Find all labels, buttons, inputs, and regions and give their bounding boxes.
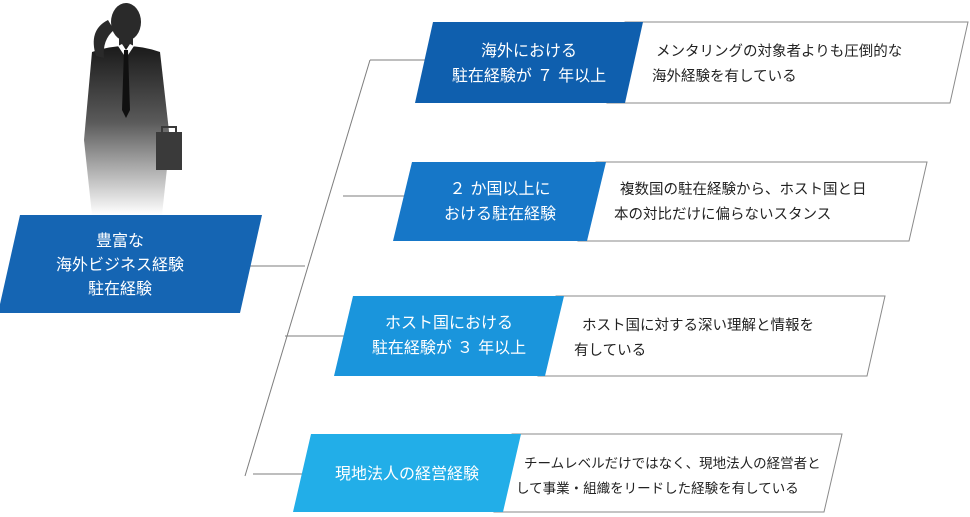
description-box-2 [577,161,928,242]
label-2-line-1: ２ か国以上に [449,179,550,198]
label-box-4 [293,434,521,512]
experience-item-3: ホスト国における 駐在経験が ３ 年以上 ホスト国に対する深い理解と情報を 有し… [334,295,886,377]
label-box-1 [415,22,643,103]
businessman-illustration [84,3,182,215]
root-line-2: 海外ビジネス経験 [56,255,184,274]
description-box-1 [606,21,969,104]
label-3-line-1: ホスト国における [385,313,513,332]
description-1-line-2: 海外経験を有している [652,68,797,85]
label-1-line-2: 駐在経験が ７ 年以上 [452,66,606,85]
description-3-line-2: 有している [574,342,646,359]
label-box-2 [393,162,606,241]
root-node: 豊富な 海外ビジネス経験 駐在経験 [0,215,262,313]
description-1-line-1: メンタリングの対象者よりも圧倒的な [656,43,902,60]
experience-item-4: 現地法人の経営経験 チームレベルだけではなく、現地法人の経営者と して事業・組織… [293,433,843,513]
description-box-4 [493,433,843,513]
label-box-3 [334,296,564,376]
description-4-line-2: して事業・組織をリードした経験を有している [516,481,799,497]
description-box-3 [537,295,886,377]
experience-item-2: ２ か国以上に おける駐在経験 複数国の駐在経験から、ホスト国と日 本の対比だけ… [393,161,928,242]
connector-lines [240,59,433,477]
description-2-line-1: 複数国の駐在経験から、ホスト国と日 [620,181,867,198]
label-2-line-2: おける駐在経験 [444,204,556,223]
description-4-line-1: チームレベルだけではなく、現地法人の経営者と [524,456,821,472]
root-line-3: 駐在経験 [88,279,152,298]
description-3-line-1: ホスト国に対する深い理解と情報を [582,317,814,334]
label-1-line-1: 海外における [481,41,577,60]
root-line-1: 豊富な [96,231,144,250]
root-shape [0,215,262,313]
label-4-line-1: 現地法人の経営経験 [335,464,479,483]
experience-item-1: 海外における 駐在経験が ７ 年以上 メンタリングの対象者よりも圧倒的な 海外経… [415,21,969,104]
label-3-line-2: 駐在経験が ３ 年以上 [372,338,526,357]
description-2-line-2: 本の対比だけに偏らないスタンス [614,206,831,223]
